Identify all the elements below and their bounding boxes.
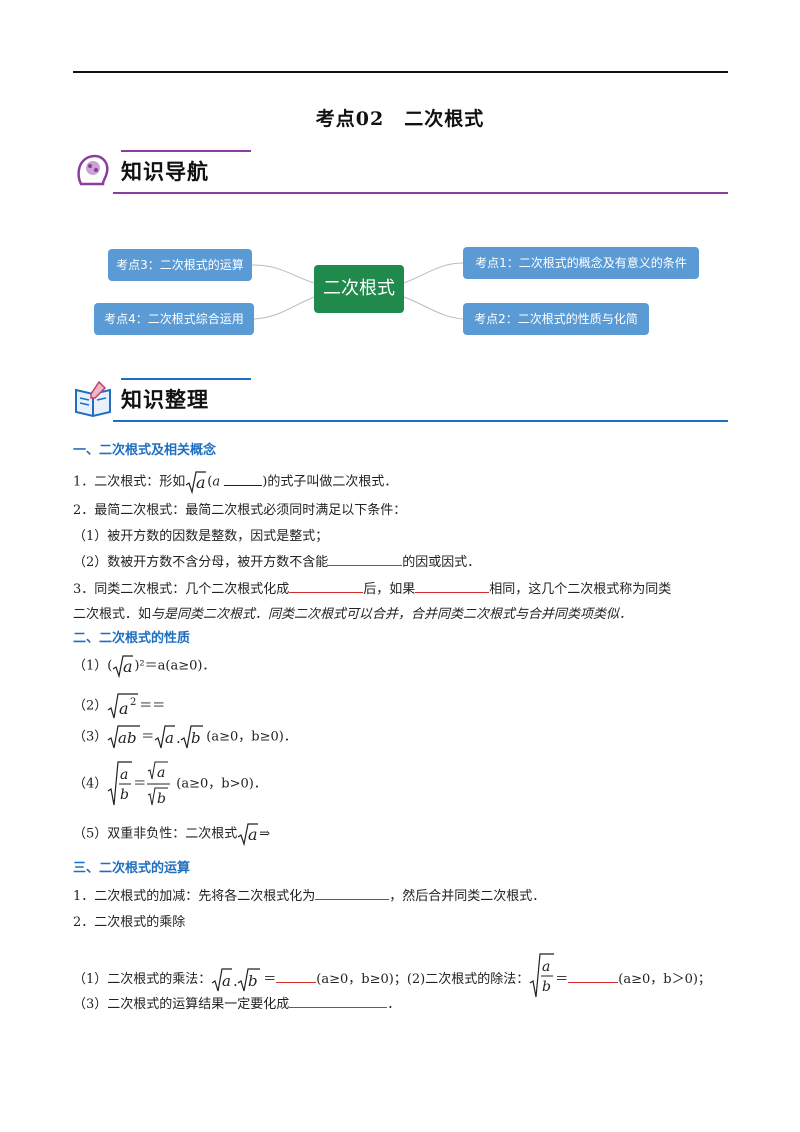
svg-text:b: b: [157, 791, 166, 807]
answer-blank[interactable]: [289, 580, 364, 593]
sqrt-a-over-b-symbol: ab: [107, 761, 133, 806]
svg-text:a: a: [542, 959, 550, 975]
s1-line5: 3．同类二次根式：几个二次根式化成后，如果相同，这几个二次根式称为同类: [73, 580, 672, 597]
mind-map-links: [251, 262, 464, 320]
section-label-org: 知识整理: [121, 388, 209, 412]
svg-text:.: .: [233, 972, 238, 990]
section-label-nav: 知识导航: [121, 160, 209, 184]
heading-s2: 二、二次根式的性质: [73, 631, 191, 646]
s2-prop3: （3）ab＝a.b(a≥0，b≥0)．: [73, 723, 297, 751]
svg-text:.: .: [176, 729, 181, 747]
mind-center-node: 二次根式: [314, 265, 404, 313]
s1-line3: （1）被开方数的因数是整数，因式是整式；: [73, 529, 329, 544]
sqrt-a-dot-sqrt-b-symbol: a. b: [154, 725, 204, 749]
answer-blank[interactable]: [415, 580, 490, 593]
heading-s1: 一、二次根式及相关概念: [73, 443, 217, 458]
brain-icon: [77, 154, 109, 186]
svg-text:a: a: [157, 765, 165, 781]
heading-s3: 三、二次根式的运算: [73, 861, 191, 876]
sqrt-a-over-sqrt-b-symbol: ab: [147, 761, 171, 807]
page-title: 考点02 二次根式: [315, 108, 485, 130]
sqrt-a-symbol: a: [237, 823, 259, 847]
section-rule: [113, 192, 728, 194]
answer-blank[interactable]: [289, 995, 388, 1008]
mind-node-1: 考点1：二次根式的概念及有意义的条件: [463, 247, 699, 279]
sqrt-ab-symbol: ab: [107, 725, 141, 749]
top-rule: [73, 71, 728, 73]
s1-line6: 二次根式．如与是同类二次根式．同类二次根式可以合并，合并同类二次根式与合并同类项…: [73, 607, 633, 622]
svg-text:b: b: [542, 979, 551, 995]
section-accent: [121, 378, 251, 380]
svg-text:b: b: [191, 729, 201, 747]
svg-text:a: a: [222, 972, 231, 990]
svg-text:a: a: [123, 657, 133, 676]
sqrt-a-symbol: a: [113, 655, 134, 679]
section-header-org: 知识整理: [73, 378, 728, 422]
mind-node-3: 考点3：二次根式的运算: [108, 249, 252, 281]
svg-text:a: a: [119, 699, 129, 718]
mind-node-4: 考点4：二次根式综合运用: [94, 303, 254, 335]
section-rule: [113, 420, 728, 422]
s1-line2: 2．最简二次根式：最简二次根式必须同时满足以下条件：: [73, 503, 407, 518]
s2-prop1: （1）(a)²＝a(a≥0)．: [73, 653, 215, 679]
sqrt-a-over-b-symbol: ab: [529, 953, 555, 998]
s1-line4: （2）数被开方数不含分母，被开方数不含能的因或因式．: [73, 553, 481, 570]
book-icon: [75, 380, 111, 418]
answer-blank[interactable]: [328, 553, 403, 566]
svg-text:a: a: [120, 767, 128, 783]
answer-blank[interactable]: [276, 970, 317, 983]
svg-text:a: a: [196, 473, 206, 492]
s3-line1: 1．二次根式的加减：先将各二次根式化为，然后合并同类二次根式．: [73, 887, 546, 904]
sqrt-a-dot-sqrt-b-symbol: a. b: [211, 967, 261, 991]
answer-blank[interactable]: [224, 473, 263, 486]
mind-node-2: 考点2：二次根式的性质与化简: [463, 303, 649, 335]
svg-text:ab: ab: [118, 729, 137, 747]
svg-text:2: 2: [130, 697, 136, 708]
answer-blank[interactable]: [568, 970, 619, 983]
svg-text:b: b: [120, 787, 129, 803]
s3-line4: （3）二次根式的运算结果一定要化成．: [73, 995, 401, 1012]
svg-text:a: a: [165, 729, 174, 747]
mind-map: 考点3：二次根式的运算 考点4：二次根式综合运用 二次根式 考点1：二次根式的概…: [0, 235, 800, 345]
section-header-nav: 知识导航: [73, 150, 728, 194]
sqrt-a-symbol: a: [185, 471, 207, 495]
section-accent: [121, 150, 251, 152]
answer-blank[interactable]: [315, 887, 390, 900]
s3-line2: 2．二次根式的乘除: [73, 915, 186, 930]
svg-text:b: b: [248, 972, 258, 990]
svg-text:a: a: [248, 825, 258, 844]
